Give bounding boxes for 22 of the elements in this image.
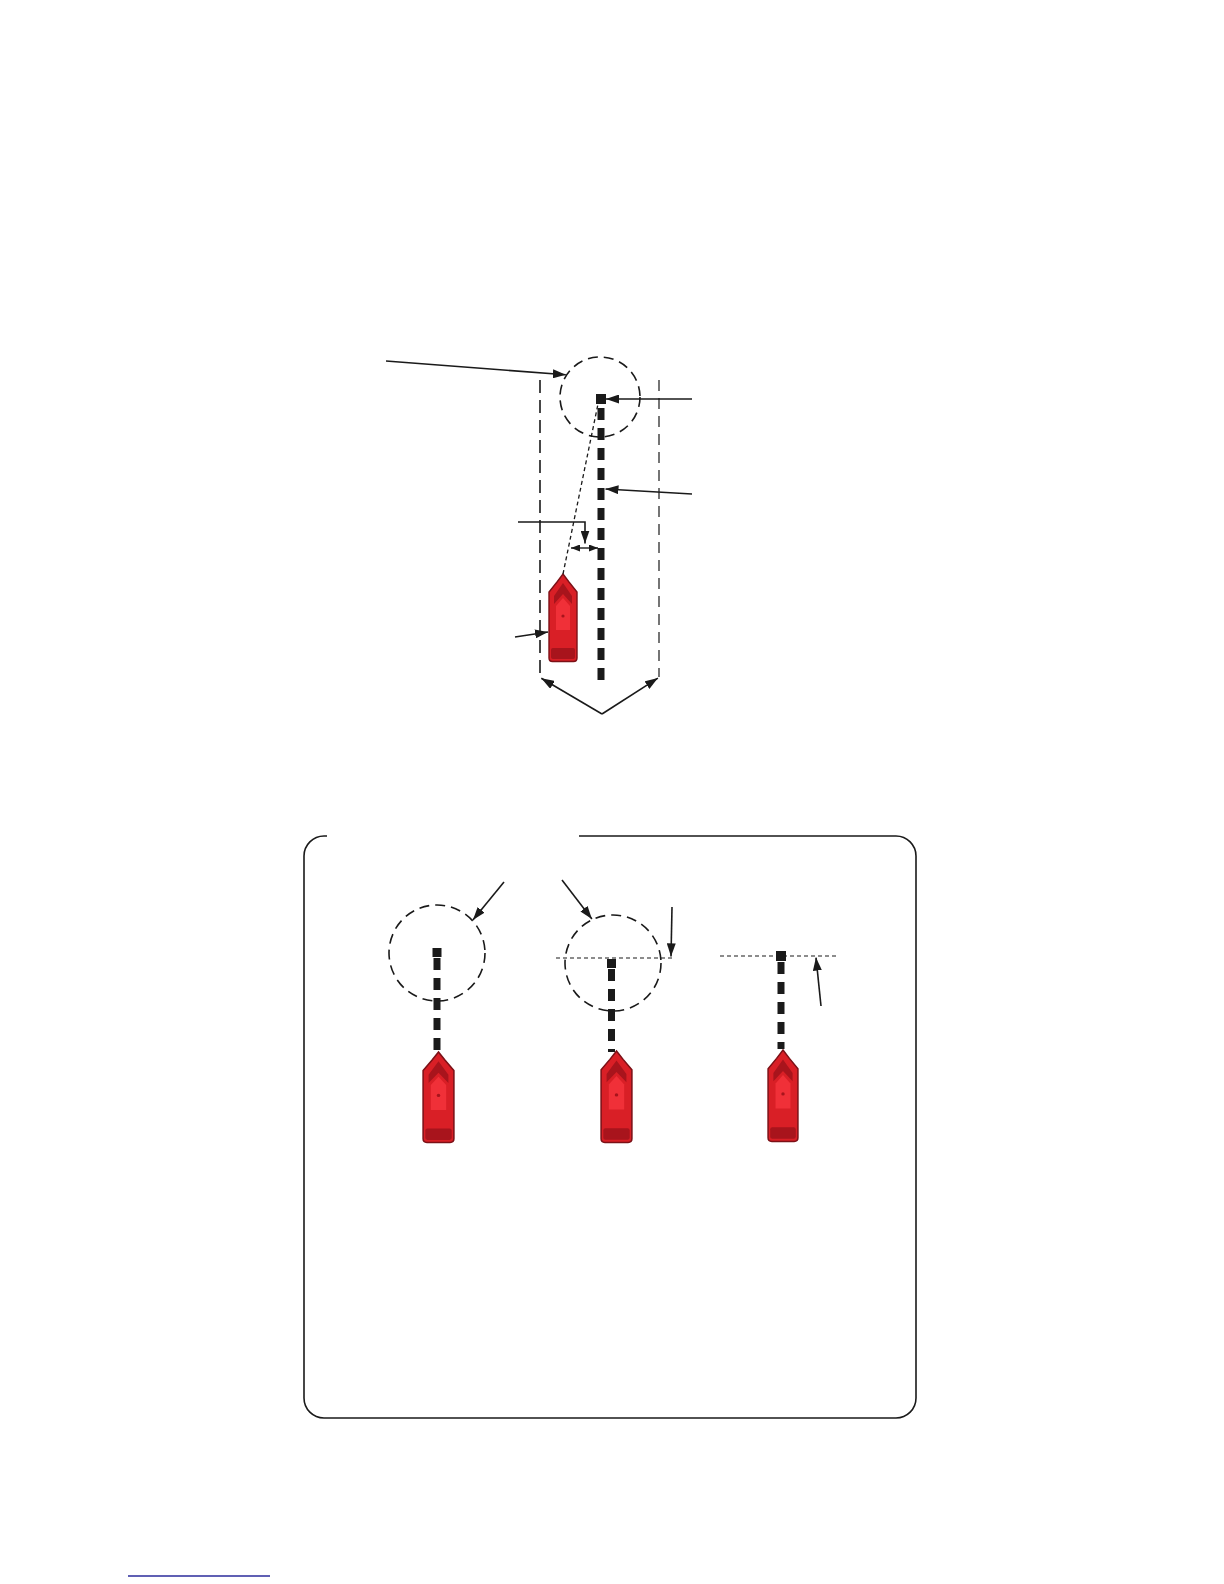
- dashed-line: [719, 955, 839, 957]
- dashed-circle: [388, 904, 486, 1002]
- arrow: [812, 956, 822, 1007]
- dashed-circle: [559, 356, 641, 438]
- dashed-line: [555, 957, 675, 959]
- arrow: [601, 677, 659, 715]
- square-marker-icon: [596, 394, 606, 404]
- arrow: [561, 879, 593, 920]
- arrow: [604, 485, 693, 495]
- arrow: [605, 394, 693, 404]
- arrow: [540, 677, 603, 715]
- arrow: [514, 629, 549, 639]
- dashed-line: [562, 403, 599, 575]
- arrow: [385, 360, 567, 379]
- panel-frame: [301, 833, 919, 1421]
- arrow: [472, 881, 505, 921]
- leader-line: [517, 521, 590, 545]
- dashed-circle: [564, 914, 662, 1012]
- arrow: [666, 906, 676, 958]
- boat-icon: [548, 573, 578, 663]
- dimension-line: [570, 544, 599, 552]
- dashed-line: [658, 379, 660, 678]
